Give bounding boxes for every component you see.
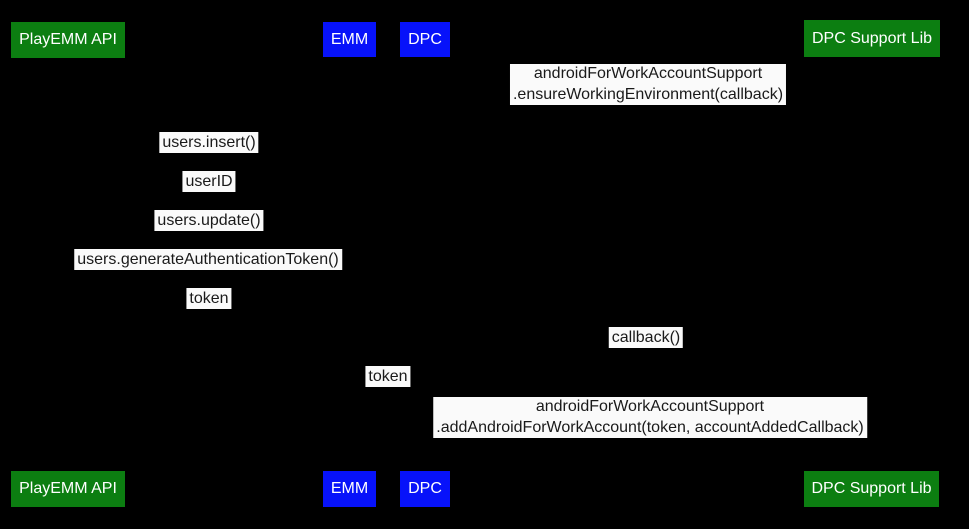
- actor-label: DPC: [408, 480, 442, 497]
- message-ensure-working-environment: androidForWorkAccountSupport .ensureWork…: [509, 64, 787, 105]
- message-userid: userID: [182, 171, 236, 192]
- message-token-to-dpc: token: [365, 366, 411, 387]
- actor-label: EMM: [330, 480, 369, 497]
- actor-label: PlayEMM API: [19, 31, 117, 48]
- message-callback: callback(): [608, 327, 684, 348]
- message-line: androidForWorkAccountSupport: [533, 65, 763, 82]
- actor-playemm-api-bottom: PlayEMM API: [11, 471, 125, 507]
- actor-label: EMM: [330, 30, 369, 48]
- actor-label: PlayEMM API: [19, 480, 117, 497]
- actor-label: DPC Support Lib: [811, 29, 933, 47]
- message-token-to-emm: token: [186, 288, 232, 309]
- actor-dpc-bottom: DPC: [400, 471, 450, 507]
- message-line: .ensureWorkingEnvironment(callback): [512, 85, 784, 103]
- message-line: androidForWorkAccountSupport: [535, 398, 765, 415]
- message-add-android-for-work-account: androidForWorkAccountSupport .addAndroid…: [433, 397, 867, 438]
- actor-emm-top: EMM: [323, 22, 376, 57]
- actor-emm-bottom: EMM: [323, 471, 376, 507]
- message-users-insert: users.insert(): [159, 132, 259, 153]
- actor-playemm-api-top: PlayEMM API: [11, 22, 125, 58]
- message-line: .addAndroidForWorkAccount(token, account…: [436, 418, 864, 436]
- actor-dpc-support-lib-top: DPC Support Lib: [804, 20, 940, 57]
- actor-label: DPC: [408, 30, 442, 48]
- actor-label: DPC Support Lib: [811, 480, 932, 497]
- actor-dpc-support-lib-bottom: DPC Support Lib: [804, 471, 939, 507]
- message-generate-authentication-token: users.generateAuthenticationToken(): [74, 249, 342, 270]
- message-users-update: users.update(): [154, 210, 264, 231]
- actor-dpc-top: DPC: [400, 22, 450, 57]
